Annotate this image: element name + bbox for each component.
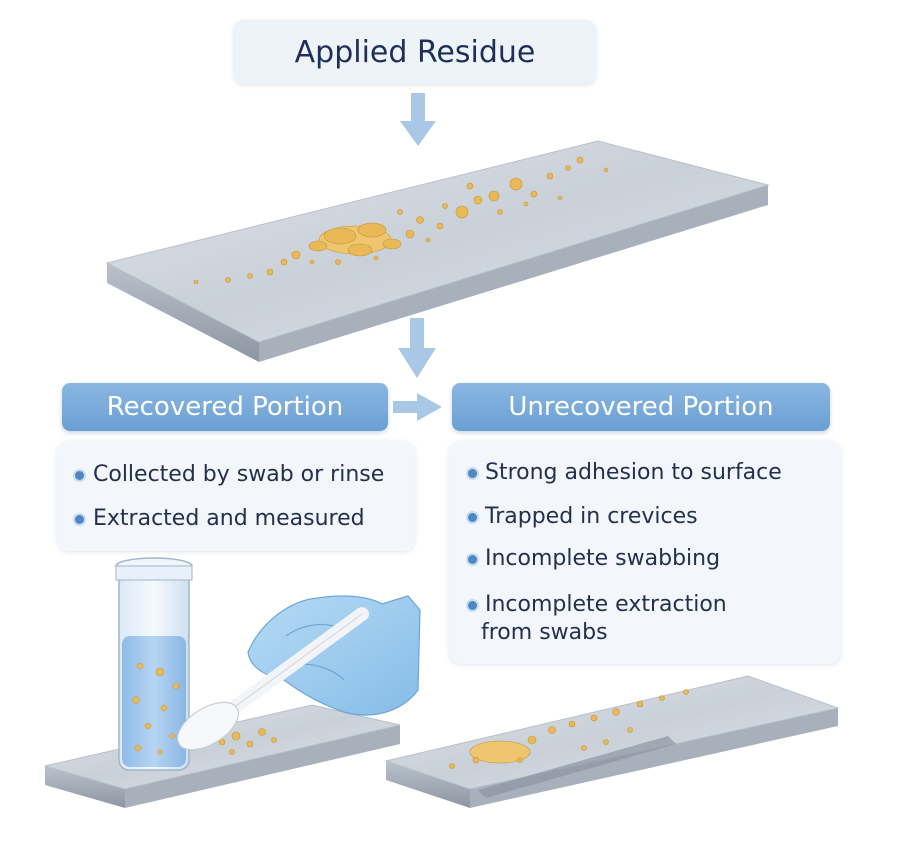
bullet-icon bbox=[468, 513, 477, 522]
arrow-down-icon bbox=[400, 93, 436, 146]
recovered-portion-header: Recovered Portion bbox=[62, 383, 388, 431]
steel-plate-main bbox=[105, 140, 770, 362]
bullet-icon bbox=[468, 555, 477, 564]
bullet-icon bbox=[468, 601, 477, 610]
unrecovered-portion-header: Unrecovered Portion bbox=[452, 383, 830, 431]
recovered-reasons-panel: Collected by swab or rinse Extracted and… bbox=[57, 441, 415, 551]
arrow-down-icon bbox=[398, 318, 436, 378]
gloved-hand-with-swab bbox=[177, 595, 421, 751]
sample-vial bbox=[115, 557, 193, 771]
crevice bbox=[478, 736, 676, 798]
applied-residue-box: Applied Residue bbox=[234, 20, 596, 84]
unrecovered-portion-label: Unrecovered Portion bbox=[508, 392, 774, 422]
bullet-icon bbox=[75, 471, 84, 480]
recovered-portion-label: Recovered Portion bbox=[106, 392, 344, 422]
unrecovered-reasons-panel: Strong adhesion to surface Trapped in cr… bbox=[449, 441, 841, 664]
applied-residue-title: Applied Residue bbox=[294, 34, 536, 70]
steel-plate-unrecovered bbox=[384, 675, 840, 808]
bullet-icon bbox=[75, 515, 84, 524]
bullet-icon bbox=[468, 469, 477, 478]
arrow-right-icon bbox=[393, 393, 442, 421]
residue-particles bbox=[193, 156, 609, 285]
